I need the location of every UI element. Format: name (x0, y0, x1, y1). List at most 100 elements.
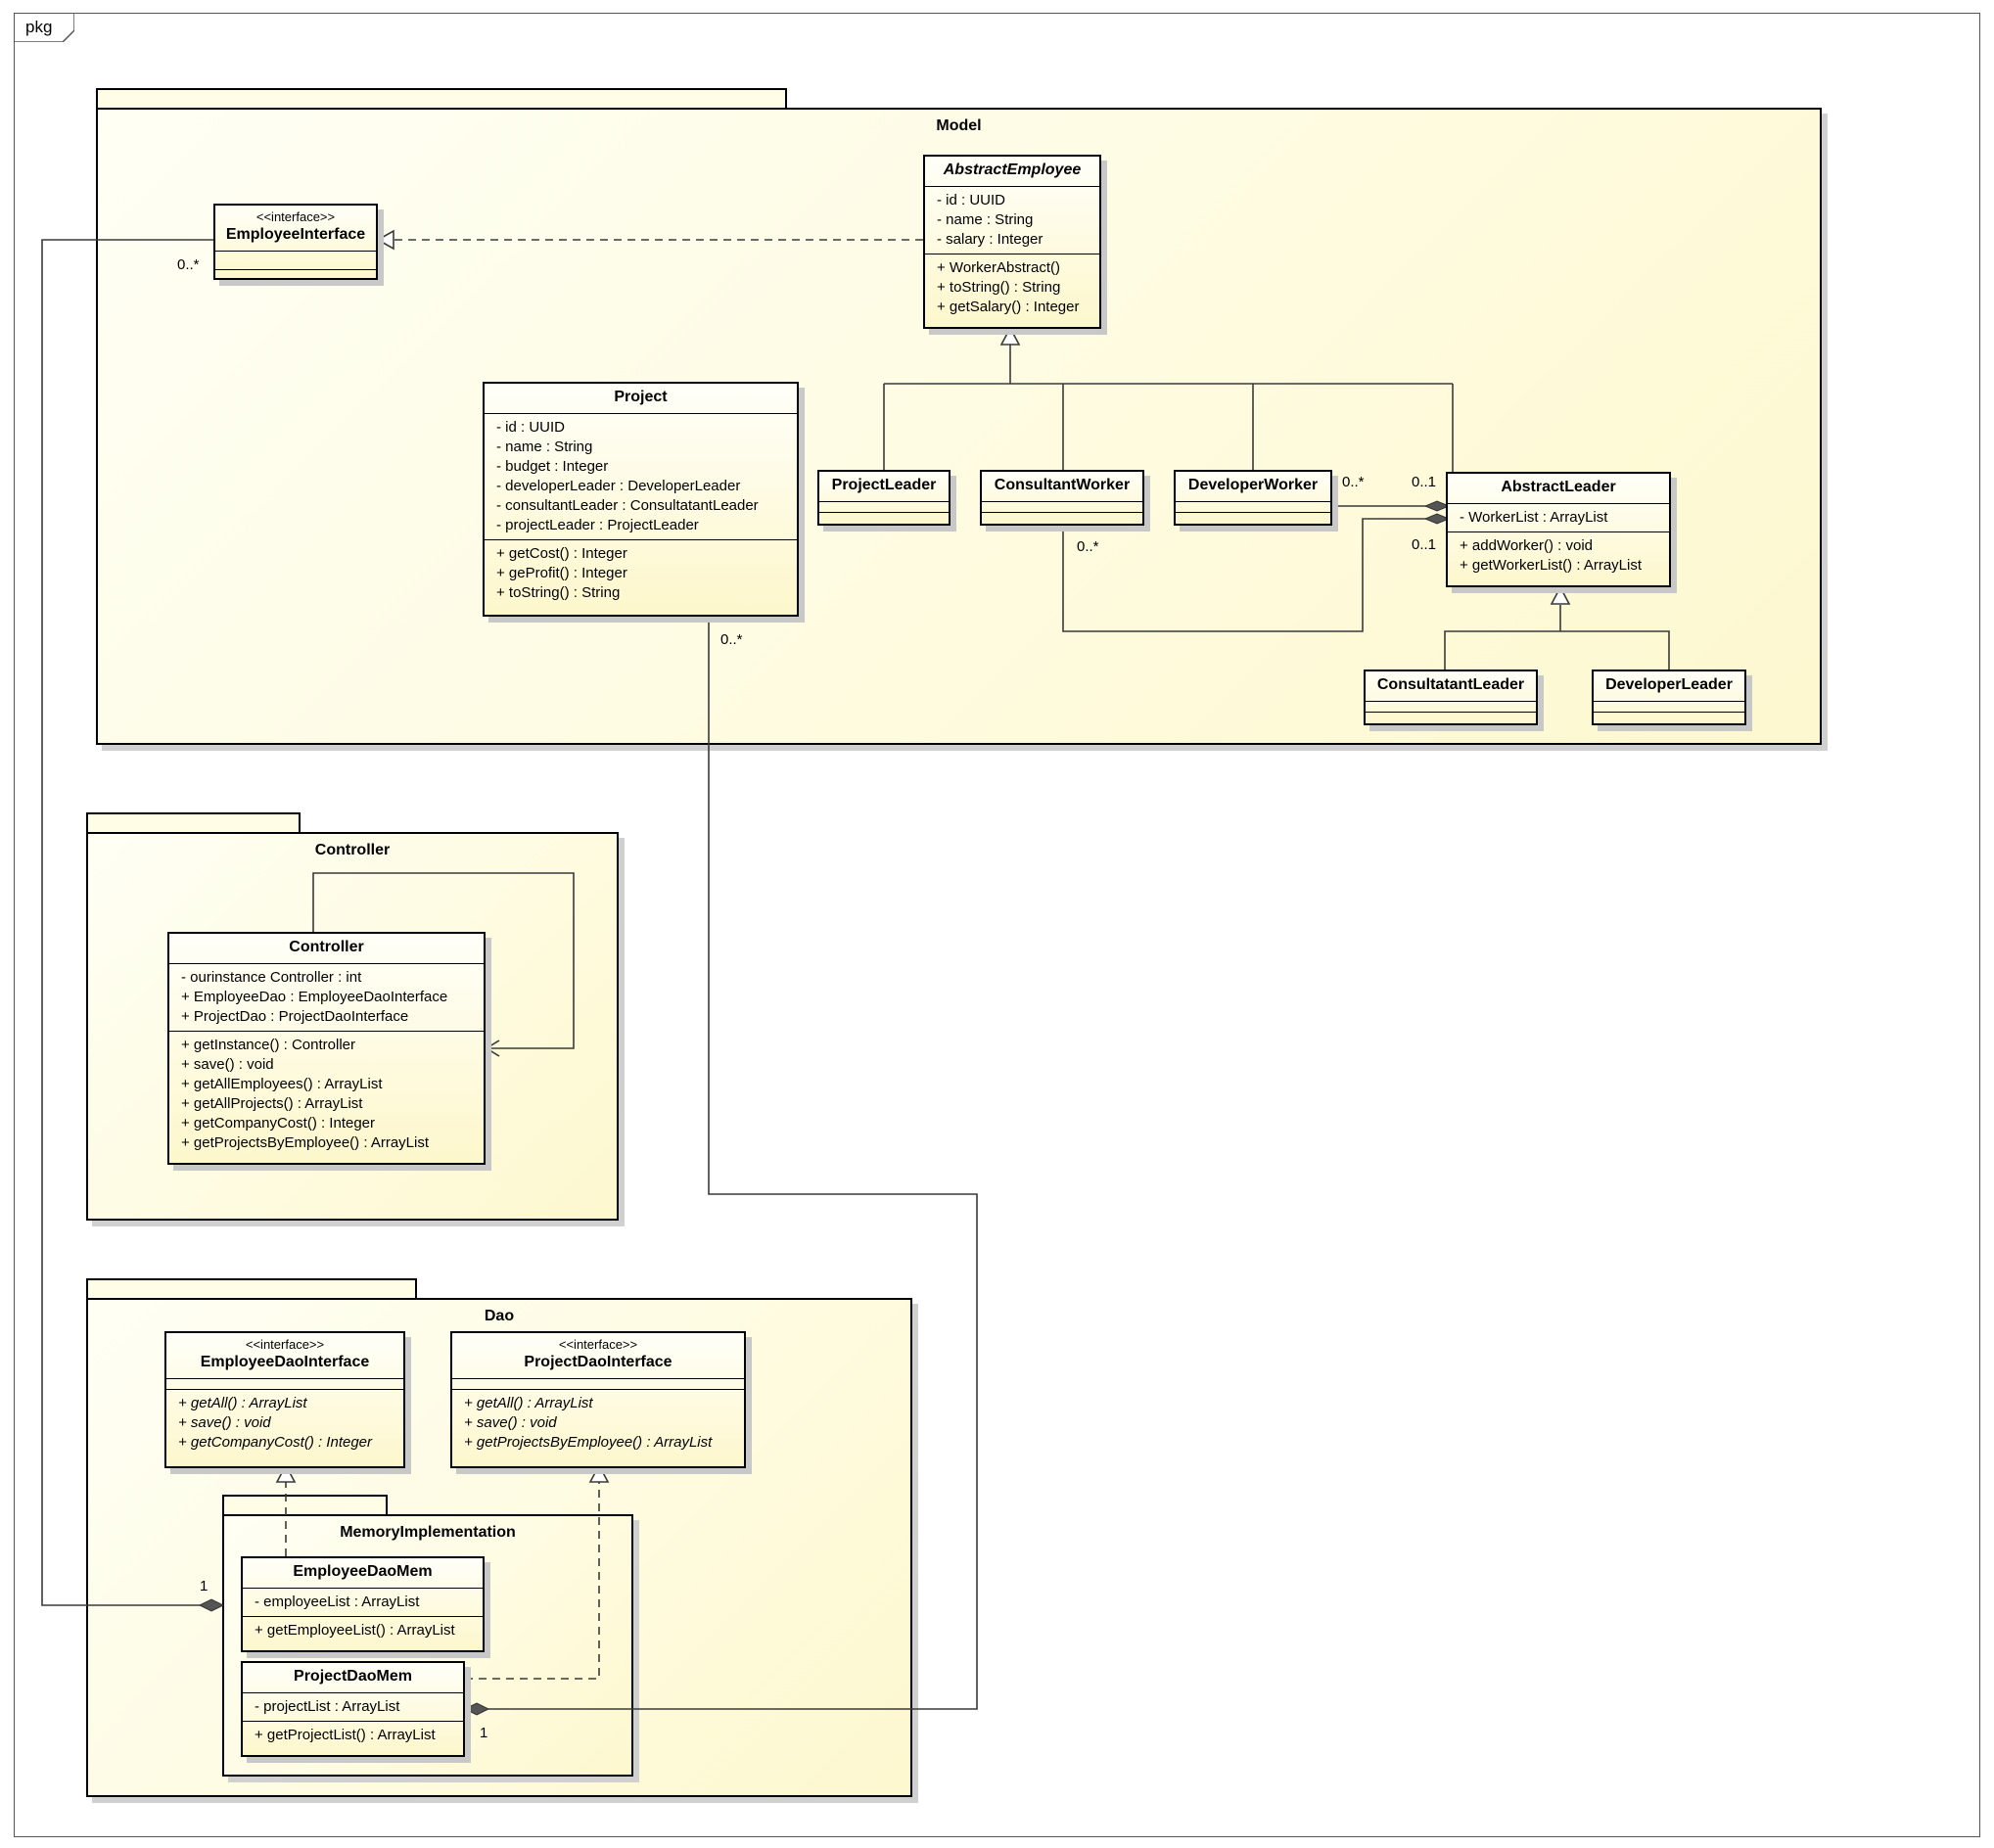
multiplicity-label: 0..* (1077, 538, 1099, 555)
attribute: - projectLeader : ProjectLeader (496, 517, 699, 533)
operations-section: + getInstance() : Controller + save() : … (169, 1032, 484, 1157)
frame-tab (14, 13, 74, 42)
attributes-section (1176, 502, 1330, 513)
class-project[interactable]: Project - id : UUID - name : String - bu… (483, 382, 799, 617)
attribute: + ProjectDao : ProjectDaoInterface (181, 1008, 409, 1025)
operation: + getProjectsByEmployee() : ArrayList (181, 1134, 430, 1151)
dao-package-name: Dao (484, 1308, 515, 1324)
operation: + getAllEmployees() : ArrayList (181, 1076, 383, 1092)
attribute: - budget : Integer (496, 458, 609, 475)
class-name: EmployeeInterface (225, 226, 366, 243)
class-name: Project (614, 389, 668, 405)
class-project-dao-mem[interactable]: ProjectDaoMem - projectList : ArrayList … (241, 1661, 465, 1757)
class-consultatant-leader[interactable]: ConsultatantLeader (1364, 670, 1538, 725)
operation: + getEmployeeList() : ArrayList (255, 1622, 455, 1639)
attribute: - projectList : ArrayList (255, 1698, 400, 1715)
operations-section: + getAll() : ArrayList + save() : void +… (452, 1390, 744, 1456)
operation: + getAllProjects() : ArrayList (181, 1095, 363, 1112)
class-name: Controller (289, 939, 364, 955)
operations-section: + getEmployeeList() : ArrayList (243, 1617, 483, 1644)
multiplicity-label: 0..1 (1412, 536, 1437, 553)
operations-section (819, 513, 949, 521)
class-name: ProjectDaoInterface (524, 1354, 672, 1370)
attributes-section (452, 1379, 744, 1390)
operations-section: + addWorker() : void + getWorkerList() :… (1448, 532, 1669, 579)
attributes-section (215, 252, 376, 270)
attribute: - consultantLeader : ConsultatantLeader (496, 497, 759, 514)
operation: + getCompanyCost() : Integer (178, 1434, 373, 1451)
controller-package-name: Controller (314, 842, 391, 858)
attributes-section: - id : UUID - name : String - budget : I… (485, 414, 797, 540)
multiplicity-label: 1 (480, 1725, 488, 1741)
operations-section: + getProjectList() : ArrayList (243, 1722, 463, 1749)
diagram-frame (14, 13, 1980, 1837)
class-employee-dao-interface[interactable]: <<interface>> EmployeeDaoInterface + get… (164, 1331, 405, 1468)
memory-package-tab (222, 1495, 388, 1516)
operation: + getSalary() : Integer (937, 299, 1080, 315)
operation: + save() : void (181, 1056, 274, 1073)
class-name: EmployeeDaoInterface (200, 1354, 370, 1370)
class-consultant-worker[interactable]: ConsultantWorker (980, 470, 1144, 526)
dao-package-tab (86, 1278, 417, 1300)
operation: + save() : void (178, 1414, 271, 1431)
attribute: - id : UUID (937, 192, 1006, 208)
operations-section: + WorkerAbstract() + toString() : String… (925, 254, 1099, 321)
operations-section (1366, 713, 1536, 720)
class-controller[interactable]: Controller - ourinstance Controller : in… (167, 932, 486, 1165)
class-employee-interface[interactable]: <<interface>> EmployeeInterface (213, 204, 378, 280)
stereotype-label: <<interface>> (245, 1337, 325, 1352)
class-name: ConsultatantLeader (1376, 676, 1525, 693)
attributes-section: - projectList : ArrayList (243, 1693, 463, 1722)
class-developer-leader[interactable]: DeveloperLeader (1592, 670, 1746, 725)
stereotype-label: <<interface>> (558, 1337, 638, 1352)
operation: + getCost() : Integer (496, 545, 627, 562)
stereotype-label: <<interface>> (255, 209, 336, 224)
operation: + getAll() : ArrayList (464, 1395, 593, 1411)
class-abstract-leader[interactable]: AbstractLeader - WorkerList : ArrayList … (1446, 472, 1671, 587)
memory-package-name: MemoryImplementation (340, 1524, 516, 1541)
attribute: - developerLeader : DeveloperLeader (496, 478, 741, 494)
operations-section: + getAll() : ArrayList + save() : void +… (166, 1390, 403, 1456)
model-package-name: Model (936, 117, 982, 134)
class-abstract-employee[interactable]: AbstractEmployee - id : UUID - name : St… (923, 155, 1101, 329)
class-name: EmployeeDaoMem (293, 1563, 433, 1580)
frame-label: pkg (25, 18, 53, 36)
class-project-dao-interface[interactable]: <<interface>> ProjectDaoInterface + getA… (450, 1331, 746, 1468)
operations-section (982, 513, 1142, 521)
attribute: - id : UUID (496, 419, 566, 436)
class-name: ProjectLeader (831, 477, 937, 493)
attributes-section (982, 502, 1142, 513)
operations-section (1176, 513, 1330, 521)
class-name: ProjectDaoMem (294, 1668, 412, 1685)
class-name: DeveloperWorker (1187, 477, 1319, 493)
attribute: - employeeList : ArrayList (255, 1594, 420, 1610)
operation: + getAll() : ArrayList (178, 1395, 307, 1411)
attribute: - ourinstance Controller : int (181, 969, 362, 986)
attributes-section: - ourinstance Controller : int + Employe… (169, 964, 484, 1032)
class-name: AbstractEmployee (943, 162, 1082, 178)
attributes-section (1366, 702, 1536, 713)
operation: + toString() : String (937, 279, 1061, 296)
attribute: - salary : Integer (937, 231, 1043, 248)
attributes-section: - WorkerList : ArrayList (1448, 504, 1669, 532)
controller-package-tab (86, 812, 301, 834)
attribute: - name : String (937, 211, 1034, 228)
class-employee-dao-mem[interactable]: EmployeeDaoMem - employeeList : ArrayLis… (241, 1556, 485, 1652)
attributes-section (1594, 702, 1744, 713)
class-name: ConsultantWorker (994, 477, 1131, 493)
attributes-section (166, 1379, 403, 1390)
class-project-leader[interactable]: ProjectLeader (817, 470, 951, 526)
attribute: - WorkerList : ArrayList (1460, 509, 1608, 526)
operation: + getProjectsByEmployee() : ArrayList (464, 1434, 713, 1451)
operations-section (215, 270, 376, 282)
operation: + geProfit() : Integer (496, 565, 627, 581)
operation: + getProjectList() : ArrayList (255, 1727, 436, 1743)
class-developer-worker[interactable]: DeveloperWorker (1174, 470, 1332, 526)
attributes-section: - employeeList : ArrayList (243, 1589, 483, 1617)
operations-section: + getCost() : Integer + geProfit() : Int… (485, 540, 797, 607)
multiplicity-label: 0..* (177, 256, 200, 273)
operation: + getInstance() : Controller (181, 1037, 356, 1053)
attribute: - name : String (496, 439, 593, 455)
attributes-section: - id : UUID - name : String - salary : I… (925, 187, 1099, 254)
attributes-section (819, 502, 949, 513)
